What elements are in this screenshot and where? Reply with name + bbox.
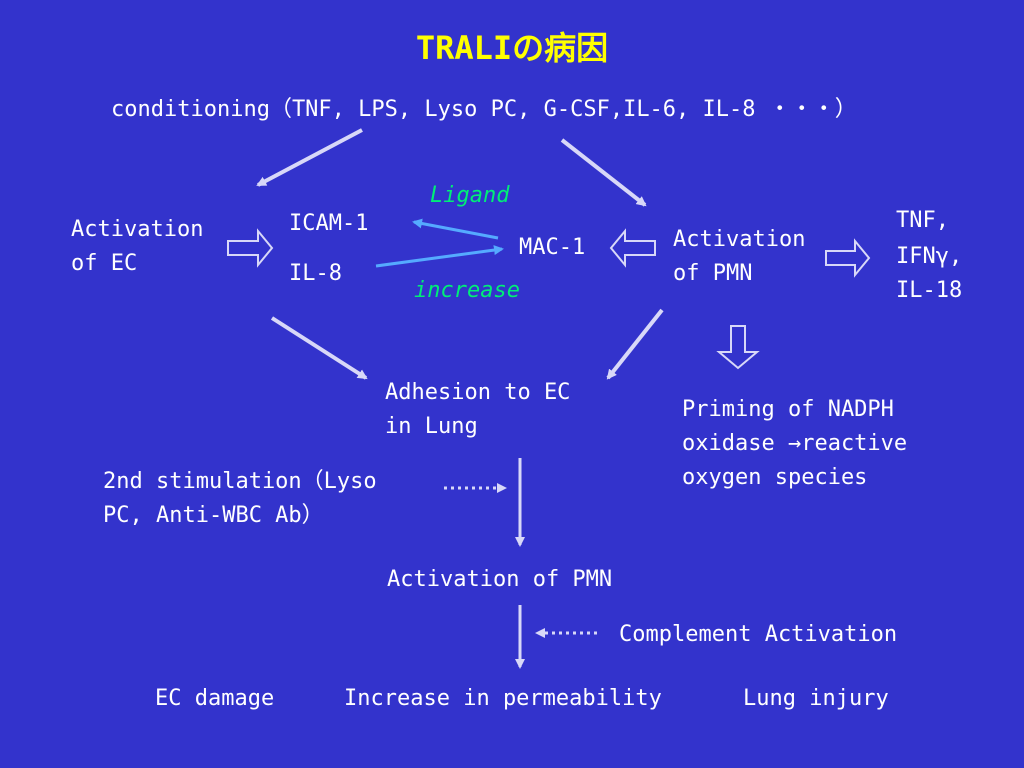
outcome-ec-damage: EC damage — [155, 686, 275, 711]
arrow-increase — [375, 245, 504, 268]
second-stimulation-line2: PC, Anti-WBC Ab） — [103, 503, 324, 528]
cytokine-il18: IL-18 — [896, 278, 963, 303]
conditioning-text: conditioning（TNF, LPS, Lyso PC, G-CSF,IL… — [111, 97, 857, 122]
arrow-pmn-to-adhesion — [606, 308, 664, 380]
increase-label: increase — [414, 278, 520, 303]
adhesion-line1: Adhesion to EC — [385, 380, 571, 405]
arrow-conditioning-to-pmn — [560, 138, 647, 207]
outcome-lung-injury: Lung injury — [743, 686, 889, 711]
priming-line2: oxidase →reactive — [682, 431, 908, 456]
arrow-ec-to-adhesion — [270, 316, 368, 380]
mac1-label: MAC-1 — [519, 235, 586, 260]
second-stimulation-line1: 2nd stimulation（Lyso — [103, 469, 377, 494]
activation-ec-line1: Activation — [71, 217, 204, 242]
arrow-ligand — [412, 218, 499, 240]
cytokine-ifn: IFNγ, — [896, 244, 963, 269]
hollow-arrow-pmn-right — [825, 238, 871, 278]
cytokine-tnf: TNF, — [896, 208, 949, 233]
adhesion-line2: in Lung — [385, 414, 478, 439]
activation-ec-line2: of EC — [71, 251, 138, 276]
hollow-arrow-ec-right — [227, 228, 274, 268]
activation-pmn-2: Activation of PMN — [387, 567, 613, 592]
priming-line3: oxygen species — [682, 465, 868, 490]
arrow-conditioning-to-ec — [256, 128, 363, 187]
complement-activation: Complement Activation — [619, 622, 898, 647]
outcome-permeability: Increase in permeability — [344, 686, 662, 711]
hollow-arrow-pmn-left — [609, 228, 656, 268]
activation-pmn-line1: Activation — [673, 227, 806, 252]
il8-label: IL-8 — [289, 261, 342, 286]
slide-title: TRALIの病因 — [415, 29, 609, 67]
priming-line1: Priming of NADPH — [682, 397, 894, 422]
ligand-label: Ligand — [430, 183, 510, 208]
activation-pmn-line2: of PMN — [673, 261, 753, 286]
hollow-arrow-down-priming — [716, 325, 760, 370]
icam-label: ICAM-1 — [289, 211, 369, 236]
